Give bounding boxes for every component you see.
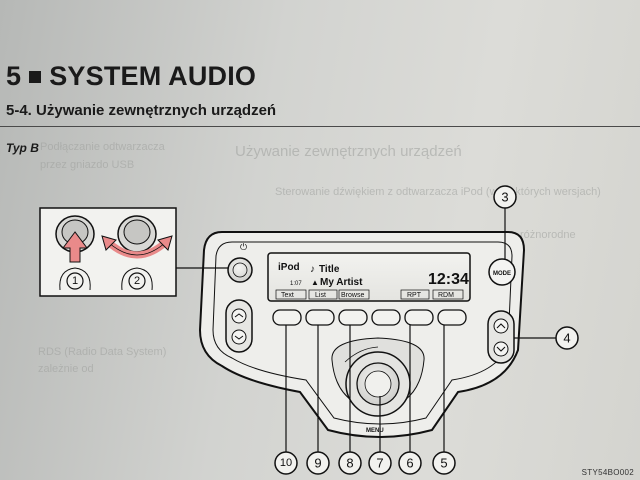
display-artist: My Artist bbox=[320, 277, 363, 288]
person-icon: ▲ bbox=[311, 278, 319, 287]
page-header: 5 SYSTEM AUDIO 5-4. Używanie zewnętrznyc… bbox=[0, 55, 640, 155]
callout-10: 10 bbox=[274, 451, 298, 475]
display-title: Title bbox=[319, 264, 340, 275]
chapter-title: SYSTEM AUDIO bbox=[49, 61, 257, 91]
music-note-icon: ♪ bbox=[310, 264, 315, 275]
display-track: 1:07 bbox=[290, 281, 302, 287]
header-rule bbox=[0, 126, 640, 127]
softkey-label-6: RDM bbox=[438, 292, 454, 299]
variant-label: Typ B bbox=[6, 141, 39, 155]
callout-5: 5 bbox=[432, 451, 456, 475]
softkey-button-2[interactable] bbox=[305, 309, 335, 326]
softkey-buttons bbox=[272, 309, 467, 326]
power-icon: ⏻ bbox=[240, 242, 247, 253]
display-source: iPod bbox=[278, 262, 300, 273]
callout-3-text: 3 bbox=[501, 190, 508, 205]
callout-9-text: 9 bbox=[314, 456, 321, 471]
chapter-heading: 5 SYSTEM AUDIO bbox=[6, 61, 256, 92]
seek-buttons bbox=[225, 299, 253, 353]
square-bullet-icon bbox=[29, 70, 42, 83]
callout-3: 3 bbox=[493, 185, 517, 209]
softkey-label-2: List bbox=[315, 292, 326, 299]
gesture-legend: 1 2 bbox=[39, 207, 177, 297]
callout-6: 6 bbox=[398, 451, 422, 475]
callout-7-text: 7 bbox=[376, 456, 383, 471]
softkey-button-4[interactable] bbox=[371, 309, 401, 326]
callout-10-text: 10 bbox=[280, 457, 292, 469]
softkey-label-5: RPT bbox=[407, 292, 422, 299]
menu-label: MENU bbox=[366, 428, 384, 434]
power-knob[interactable]: ⏻ bbox=[227, 242, 253, 283]
mode-button[interactable]: MODE bbox=[488, 258, 516, 286]
up-down-buttons bbox=[487, 310, 515, 364]
callout-8: 8 bbox=[338, 451, 362, 475]
legend-number-1-text: 1 bbox=[72, 275, 78, 287]
legend-number-2-text: 2 bbox=[134, 275, 140, 287]
image-code: STY54BO002 bbox=[581, 468, 634, 477]
menu-knob[interactable]: MENU bbox=[331, 337, 425, 434]
softkey-button-6[interactable] bbox=[437, 309, 467, 326]
callout-8-text: 8 bbox=[346, 456, 353, 471]
softkey-label-1: Text bbox=[281, 292, 294, 299]
callout-4-text: 4 bbox=[563, 331, 570, 346]
callout-7: 7 bbox=[368, 451, 392, 475]
down-button[interactable] bbox=[493, 341, 509, 357]
softkey-button-3[interactable] bbox=[338, 309, 368, 326]
chapter-number: 5 bbox=[6, 61, 22, 91]
callout-5-text: 5 bbox=[440, 456, 447, 471]
callout-9: 9 bbox=[306, 451, 330, 475]
mode-label: MODE bbox=[493, 271, 511, 277]
legend-number-2: 2 bbox=[121, 267, 153, 291]
callout-4: 4 bbox=[555, 326, 579, 350]
legend-number-1: 1 bbox=[59, 267, 91, 291]
seek-down-button[interactable] bbox=[231, 329, 247, 345]
softkey-label-3: Browse bbox=[341, 292, 364, 299]
display-screen: iPod ♪ Title 1:07 ▲ My Artist 12:34 Text… bbox=[267, 252, 471, 302]
seek-up-button[interactable] bbox=[231, 308, 247, 324]
callout-6-text: 6 bbox=[406, 456, 413, 471]
section-title: 5-4. Używanie zewnętrznych urządzeń bbox=[6, 102, 277, 119]
softkey-button-1[interactable] bbox=[272, 309, 302, 326]
leader-lines bbox=[176, 208, 556, 452]
softkey-labels: Text List Browse RPT RDM bbox=[275, 289, 464, 300]
softkey-button-5[interactable] bbox=[404, 309, 434, 326]
up-button[interactable] bbox=[493, 318, 509, 334]
rotate-knob-icon bbox=[101, 215, 173, 259]
push-knob-icon bbox=[55, 215, 95, 263]
display-clock: 12:34 bbox=[428, 271, 469, 288]
